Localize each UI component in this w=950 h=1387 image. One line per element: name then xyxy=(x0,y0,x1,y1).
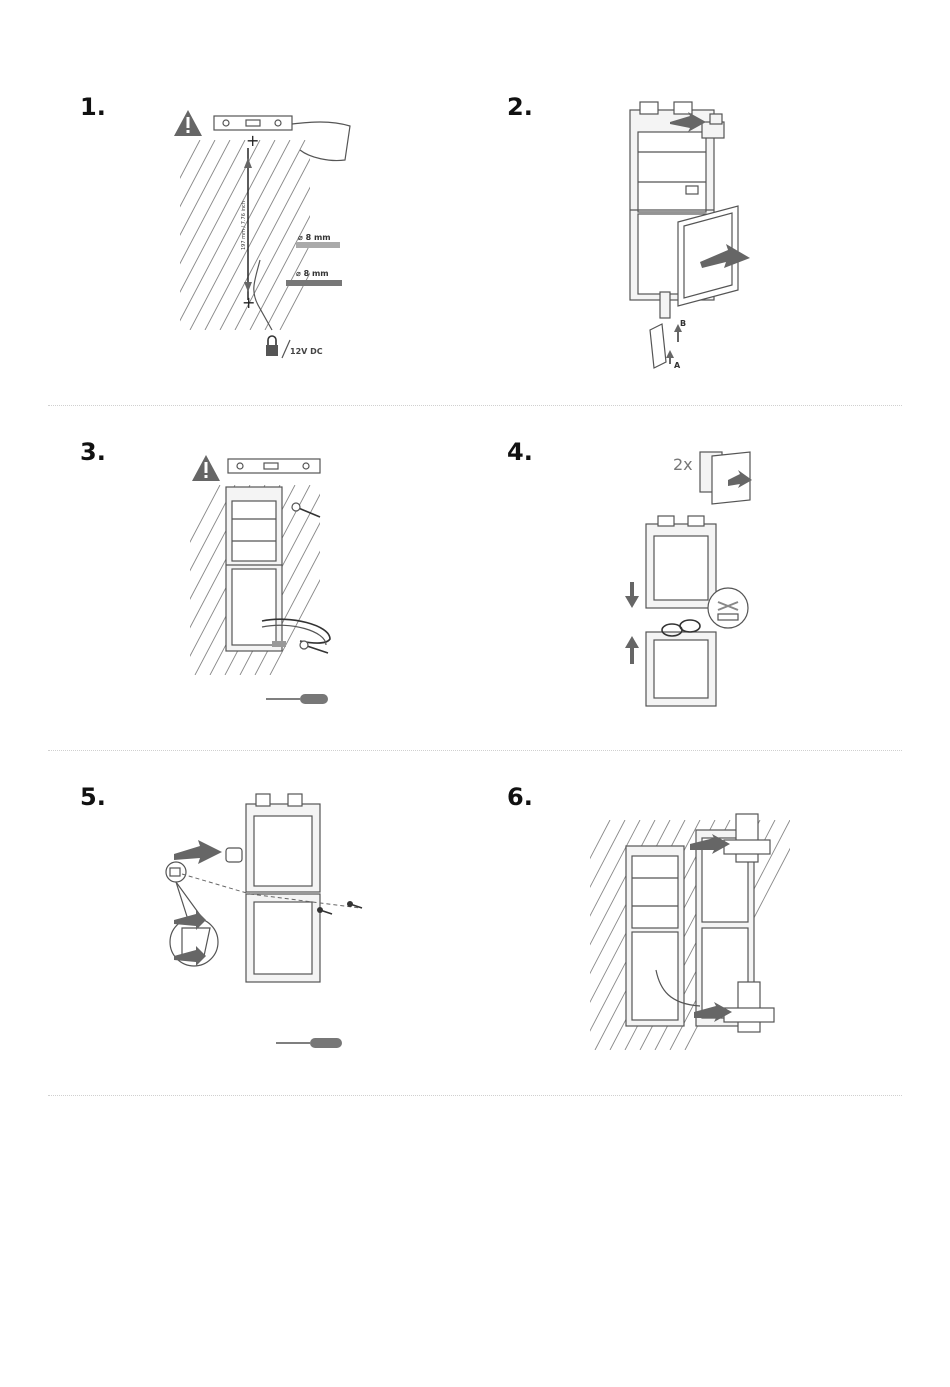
screw xyxy=(292,503,320,517)
wall-hatch xyxy=(160,140,380,330)
label-a: A xyxy=(674,361,681,370)
svg-text:+: + xyxy=(242,293,255,312)
step-2-illustration: B A xyxy=(610,92,780,372)
step-1-illustration: + + 197 mm / 7.76 inch ⌀ 8 mm ⌀ 8 mm 12V… xyxy=(160,90,380,370)
section-divider xyxy=(48,1095,902,1096)
box-left xyxy=(626,846,684,1026)
screwdriver-icon xyxy=(266,694,328,704)
screwdriver-icon xyxy=(276,1038,342,1048)
step-4-illustration: 2x xyxy=(610,440,780,715)
warning-icon xyxy=(192,455,220,481)
box-bottom xyxy=(646,620,716,706)
front-frame xyxy=(678,206,750,306)
step-number-3: 3. xyxy=(80,438,106,466)
distance-label: 197 mm / 7.76 inch xyxy=(241,201,247,250)
drill-size-1: ⌀ 8 mm xyxy=(298,233,331,242)
step-6-illustration xyxy=(590,790,800,1060)
step-3-illustration xyxy=(180,445,360,715)
label-b: B xyxy=(680,319,686,328)
box-top xyxy=(646,516,716,608)
drill-size-2: ⌀ 8 mm xyxy=(296,269,329,278)
step-number-1: 1. xyxy=(80,93,106,121)
step-number-4: 4. xyxy=(507,438,533,466)
section-divider xyxy=(48,405,902,406)
arrow-icon xyxy=(625,636,639,664)
lock-icon xyxy=(266,336,278,356)
arrow-icon xyxy=(625,582,639,608)
section-divider xyxy=(48,750,902,751)
count-label: 2x xyxy=(673,455,693,474)
box-lower xyxy=(246,894,320,982)
step-number-5: 5. xyxy=(80,783,106,811)
power-label: 12V DC xyxy=(290,347,323,356)
box-upper xyxy=(246,794,320,892)
svg-text:+: + xyxy=(246,131,259,150)
warning-icon xyxy=(174,110,202,136)
arrow-icon xyxy=(174,840,222,864)
step-5-illustration xyxy=(160,790,370,1060)
step-number-2: 2. xyxy=(507,93,533,121)
step-number-6: 6. xyxy=(507,783,533,811)
level-tool-icon xyxy=(214,116,350,161)
level-tool-icon xyxy=(228,459,320,473)
